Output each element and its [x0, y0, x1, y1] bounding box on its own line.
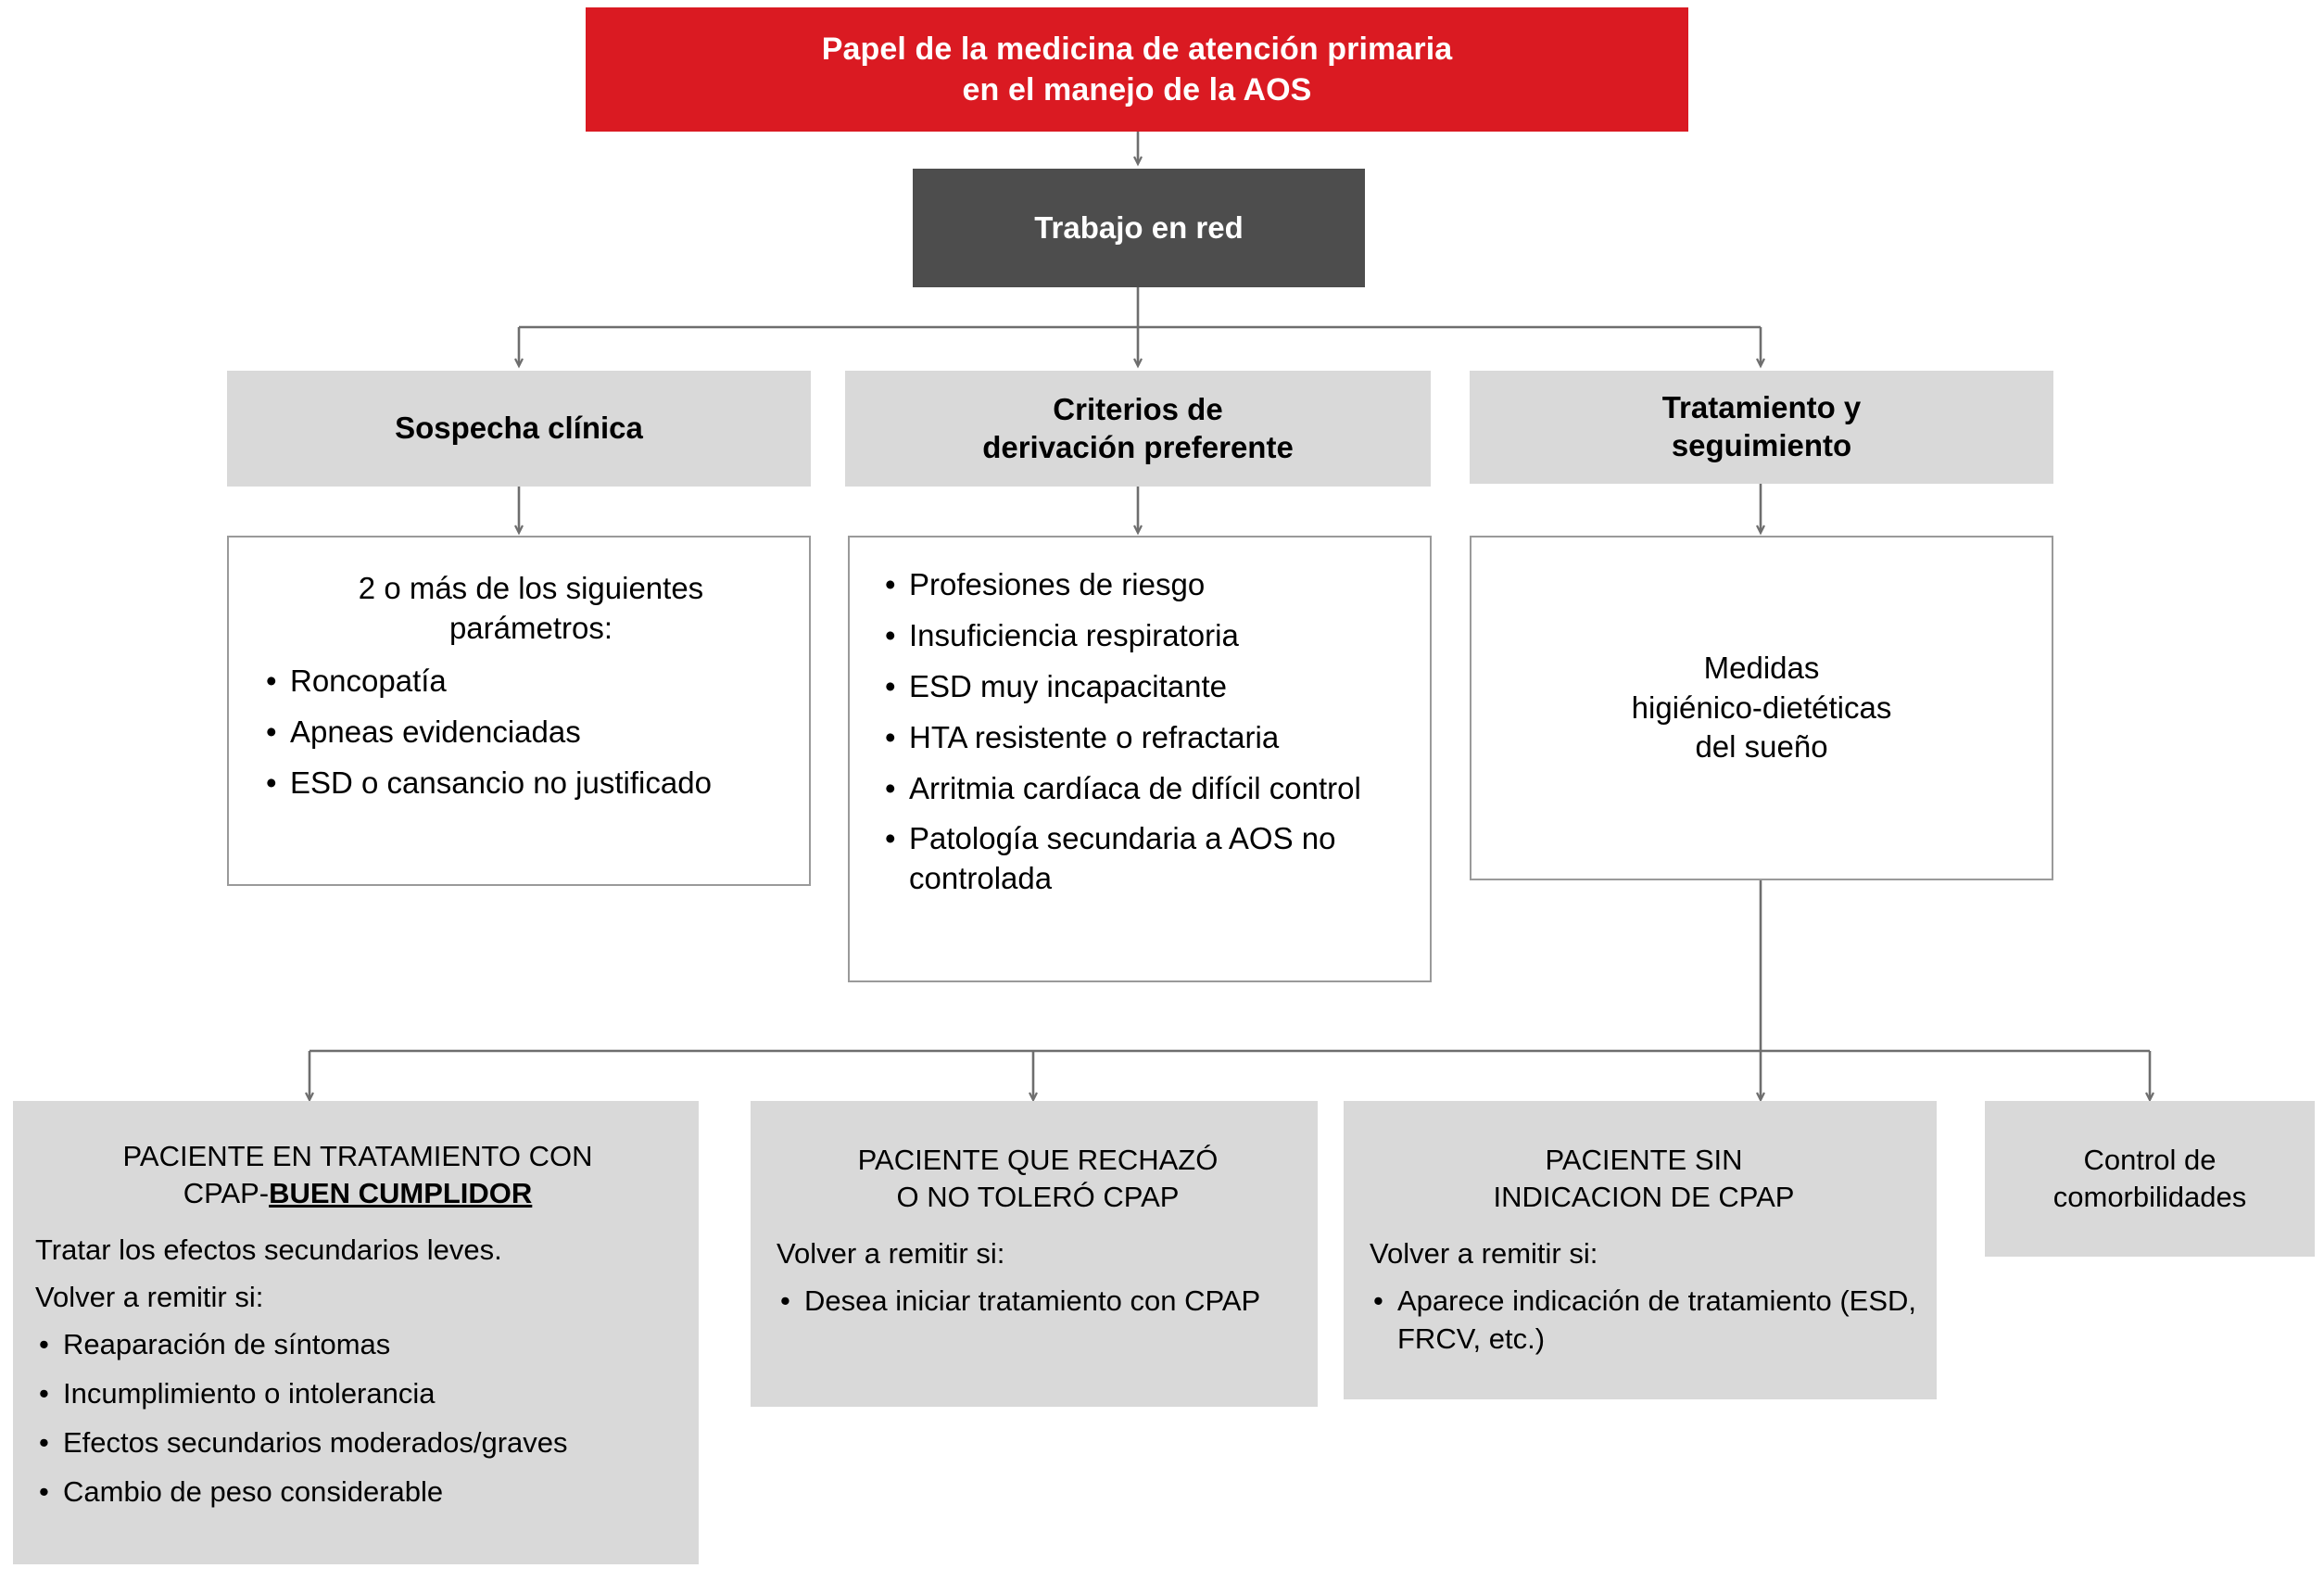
sospecha-intro-line1: 2 o más de los siguientes: [358, 571, 704, 605]
list-item: Reaparación de síntomas: [35, 1326, 680, 1364]
outcome-lead-2: Volver a remitir si:: [35, 1281, 264, 1314]
outcome-heading-sin-indicacion: PACIENTE SIN INDICACION DE CPAP: [1370, 1142, 1918, 1215]
buen-cumplidor-bullet-list: Reaparación de síntomas Incumplimiento o…: [35, 1326, 680, 1511]
network-box: Trabajo en red: [913, 169, 1365, 287]
list-item: Profesiones de riesgo: [881, 565, 1406, 605]
outcome-box-comorbilidades: Control de comorbilidades: [1985, 1101, 2315, 1257]
root-title-line1: Papel de la medicina de atención primari…: [821, 31, 1453, 67]
outcome-heading-emphasis: BUEN CUMPLIDOR: [269, 1176, 533, 1209]
list-item: Incumplimiento o intolerancia: [35, 1375, 680, 1413]
list-item: Patología secundaria a AOS no controlada: [881, 819, 1406, 899]
outcome-box-buen-cumplidor: PACIENTE EN TRATAMIENTO CON CPAP-BUEN CU…: [13, 1101, 699, 1564]
list-item: Roncopatía: [262, 662, 783, 702]
list-item: Apneas evidenciadas: [262, 713, 783, 753]
list-item: Efectos secundarios moderados/graves: [35, 1424, 680, 1462]
root-title-box: Papel de la medicina de atención primari…: [586, 7, 1688, 132]
list-item: Arritmia cardíaca de difícil control: [881, 769, 1406, 809]
medidas-line3: del sueño: [1695, 729, 1828, 765]
outcome-heading-line1: PACIENTE QUE RECHAZÓ: [857, 1144, 1219, 1176]
outcome-box-rechazo-cpap: PACIENTE QUE RECHAZÓ O NO TOLERÓ CPAP Vo…: [751, 1101, 1318, 1407]
body-box-tratamiento: Medidas higiénico-dietéticas del sueño: [1470, 536, 2053, 880]
medidas-line2: higiénico-dietéticas: [1631, 689, 1892, 725]
sospecha-bullet-list: Roncopatía Apneas evidenciadas ESD o can…: [262, 662, 783, 803]
sin-indicacion-bullet-list: Aparece indicación de tratamiento (ESD, …: [1370, 1283, 1918, 1359]
sospecha-intro-line2: parámetros:: [448, 610, 613, 645]
list-item: ESD o cansancio no justificado: [262, 764, 783, 803]
outcome-heading-line2: CPAP-: [183, 1176, 270, 1209]
outcome-heading-line2: O NO TOLERÓ CPAP: [896, 1180, 1180, 1213]
list-item: Desea iniciar tratamiento con CPAP: [777, 1283, 1299, 1321]
column-header-derivacion: Criterios de derivación preferente: [845, 371, 1431, 487]
medidas-line1: Medidas: [1703, 650, 1820, 685]
outcome-heading-line1: Control de: [2083, 1143, 2217, 1176]
outcome-box-sin-indicacion: PACIENTE SIN INDICACION DE CPAP Volver a…: [1344, 1101, 1937, 1399]
column-header-sospecha: Sospecha clínica: [227, 371, 811, 487]
outcome-heading-line1: PACIENTE SIN: [1545, 1144, 1743, 1176]
network-label: Trabajo en red: [1034, 210, 1244, 245]
list-item: Aparece indicación de tratamiento (ESD, …: [1370, 1283, 1918, 1359]
list-item: ESD muy incapacitante: [881, 667, 1406, 707]
outcome-lead-1: Tratar los efectos secundarios leves.: [35, 1233, 502, 1267]
list-item: Cambio de peso considerable: [35, 1473, 680, 1511]
outcome-heading-line2: comorbilidades: [2052, 1181, 2247, 1213]
outcome-heading-rechazo-cpap: PACIENTE QUE RECHAZÓ O NO TOLERÓ CPAP: [777, 1142, 1299, 1215]
column-header-tratamiento-line1: Tratamiento y: [1661, 390, 1862, 425]
derivacion-bullet-list: Profesiones de riesgo Insuficiencia resp…: [881, 565, 1406, 899]
outcome-heading-buen-cumplidor: PACIENTE EN TRATAMIENTO CON CPAP-BUEN CU…: [35, 1138, 680, 1211]
column-header-tratamiento-line2: seguimiento: [1671, 428, 1852, 462]
list-item: HTA resistente o refractaria: [881, 718, 1406, 758]
body-box-sospecha: 2 o más de los siguientes parámetros: Ro…: [227, 536, 811, 886]
body-box-derivacion: Profesiones de riesgo Insuficiencia resp…: [848, 536, 1432, 982]
outcome-lead-2: Volver a remitir si:: [1370, 1237, 1598, 1271]
column-header-derivacion-line2: derivación preferente: [982, 429, 1294, 464]
list-item: Insuficiencia respiratoria: [881, 616, 1406, 656]
outcome-heading-line2: INDICACION DE CPAP: [1493, 1180, 1795, 1213]
root-title-line2: en el manejo de la AOS: [962, 72, 1312, 108]
column-header-tratamiento: Tratamiento y seguimiento: [1470, 371, 2053, 484]
outcome-heading-line1: PACIENTE EN TRATAMIENTO CON: [122, 1140, 593, 1172]
outcome-lead-2: Volver a remitir si:: [777, 1237, 1005, 1271]
rechazo-cpap-bullet-list: Desea iniciar tratamiento con CPAP: [777, 1283, 1299, 1321]
column-header-derivacion-line1: Criterios de: [1053, 391, 1223, 426]
column-header-sospecha-line1: Sospecha clínica: [395, 411, 643, 446]
